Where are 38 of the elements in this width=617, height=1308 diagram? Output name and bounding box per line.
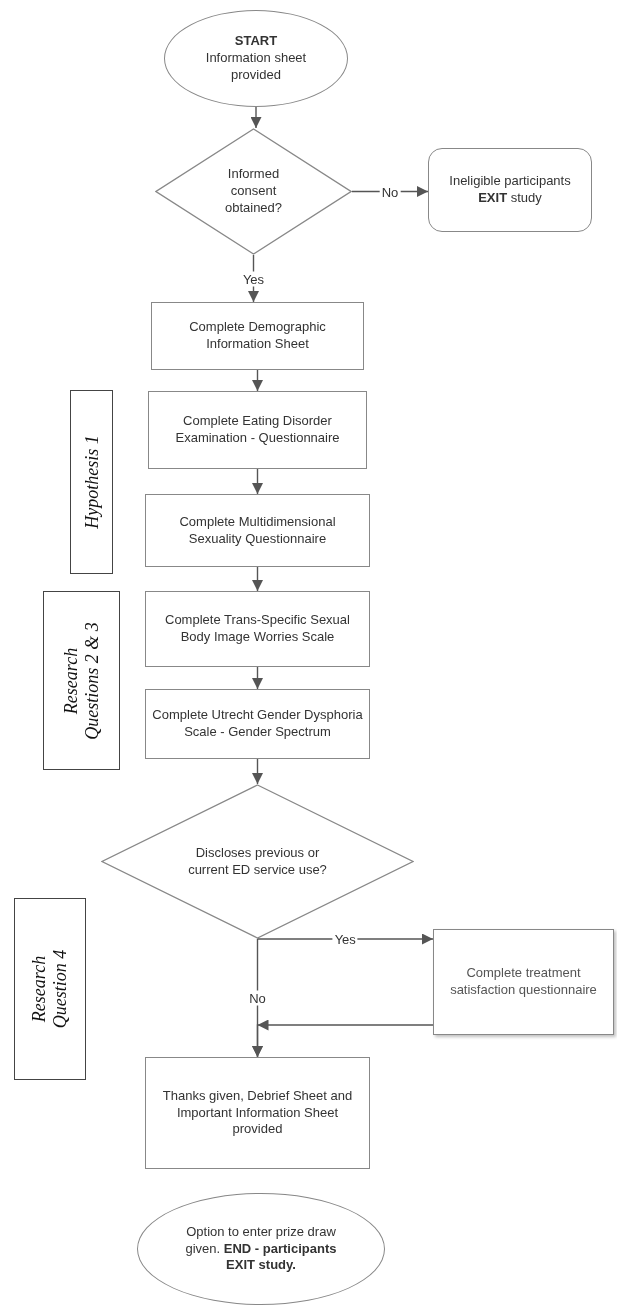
arrow: [252, 566, 263, 592]
arrow: [252, 666, 263, 690]
edge-label: Yes: [240, 271, 267, 286]
section-label: Hypothesis 1: [81, 434, 102, 531]
step-text: Discloses previous or current ED service use?: [187, 844, 328, 879]
process-box: [145, 689, 370, 759]
process-box: [148, 391, 367, 469]
section-label: Research Questions 2 & 3: [60, 620, 103, 742]
process-box: [145, 494, 370, 567]
step-text: Complete Eating Disorder Examination - Questionnaire: [174, 413, 341, 447]
step-text: Complete Utrecht Gender Dysphoria Scale - Gender Spectrum: [151, 707, 364, 741]
arrow: [252, 369, 263, 392]
step-text: Complete Demographic Information Sheet: [188, 319, 327, 353]
exit-box: [428, 148, 592, 232]
process-box: [145, 591, 370, 667]
step-text: Information sheet provided: [204, 50, 308, 84]
arrow: [252, 1020, 434, 1058]
process-box: [433, 929, 614, 1035]
section-label: Research Question 4: [29, 948, 71, 1031]
step-text: Informed consent obtained?: [223, 166, 284, 217]
arrow: [252, 758, 263, 785]
arrow: [252, 468, 263, 495]
step-text: Complete Multidimensional Sexuality Questionnaire: [178, 513, 337, 548]
arrow: [256, 933, 434, 945]
step-text: Thanks given, Debrief Sheet and Important Information Sheet provided: [162, 1087, 353, 1139]
edge-label: No: [247, 990, 268, 1006]
step-text: Ineligible participants EXIT study: [448, 173, 572, 207]
step-text: Complete treatment satisfaction questionnaire: [449, 965, 598, 999]
section-label-box: [14, 898, 86, 1080]
section-label-box: [70, 390, 113, 574]
section-label-box: [43, 591, 120, 770]
step-text: Option to enter prize draw given. END - participants EXIT study.: [184, 1223, 338, 1275]
process-box: [145, 1057, 370, 1169]
decision-diamond: [155, 128, 352, 255]
step-text: Complete Trans-Specific Sexual Body Image Worries Scale: [164, 612, 351, 646]
arrow: [250, 106, 262, 129]
terminal-heading: START: [234, 33, 278, 51]
process-box: [151, 302, 364, 370]
